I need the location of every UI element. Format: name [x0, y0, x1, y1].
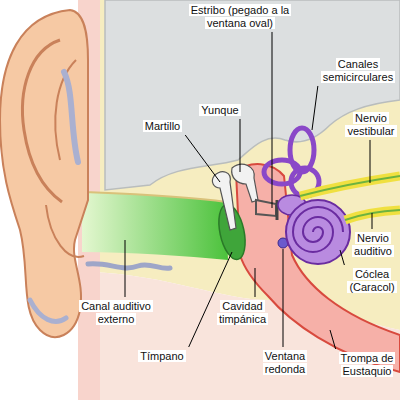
part-label: Nervio vestibular: [345, 112, 396, 137]
part-label: Trompa de Eustaquio: [339, 352, 396, 377]
leader-line: [272, 32, 273, 208]
leader-line: [283, 249, 284, 347]
part-label: Canales semicirculares: [321, 58, 395, 83]
leader-line: [125, 240, 126, 297]
semicircular-canal: [290, 128, 314, 172]
part-label-box: Cóclea (Caracol): [346, 268, 398, 294]
concha: [46, 205, 84, 257]
tympanic-cavity: [236, 164, 400, 372]
part-label: Estribo (pegado a la ventana oval): [189, 4, 291, 29]
vestibular-nerve: [300, 176, 400, 196]
leader-line: [372, 213, 373, 229]
part-label-box: Tímpano: [132, 350, 192, 363]
leader-line: [340, 250, 344, 265]
leader-line: [185, 135, 220, 182]
cartilage: [64, 72, 78, 162]
leader-line: [255, 268, 256, 297]
malleus: [212, 172, 236, 230]
vestibular-nerve: [300, 176, 400, 196]
part-label-box: Nervio vestibular: [344, 112, 398, 138]
leader-line: [312, 86, 318, 130]
part-label: Martillo: [143, 120, 182, 132]
canal-wall: [82, 192, 226, 202]
part-label-box: Canales semicirculares: [318, 58, 398, 84]
part-label-box: Canal auditivo externo: [70, 300, 162, 326]
part-label-box: Trompa de Eustaquio: [336, 352, 398, 378]
part-label: Yunque: [199, 104, 240, 116]
incus: [232, 164, 258, 202]
part-label-box: Estribo (pegado a la ventana oval): [185, 4, 295, 30]
part-label: Canal auditivo externo: [79, 300, 153, 325]
part-label-box: Ventana redonda: [255, 350, 315, 376]
part-label-box: Nervio auditivo: [348, 232, 398, 258]
part-label-box: Martillo: [135, 120, 190, 133]
cartilage: [88, 264, 170, 269]
part-label-box: Yunque: [195, 104, 245, 117]
part-label: Cóclea (Caracol): [347, 268, 396, 293]
part-label-box: Cavidad timpánica: [210, 300, 275, 326]
part-label: Tímpano: [138, 350, 185, 362]
cranium: [105, 0, 400, 190]
cartilage: [30, 300, 66, 321]
stapes: [256, 200, 276, 216]
part-label: Nervio auditivo: [352, 232, 394, 257]
leader-line: [330, 330, 336, 349]
part-label: Ventana redonda: [263, 350, 307, 375]
cochlea-spiral: [293, 207, 343, 252]
cochlea: [286, 200, 350, 264]
leader-line: [240, 119, 241, 172]
leader-line: [370, 140, 371, 183]
part-label: Cavidad timpánica: [217, 300, 268, 325]
pinna: [0, 10, 88, 337]
ear-canal: [82, 192, 228, 260]
